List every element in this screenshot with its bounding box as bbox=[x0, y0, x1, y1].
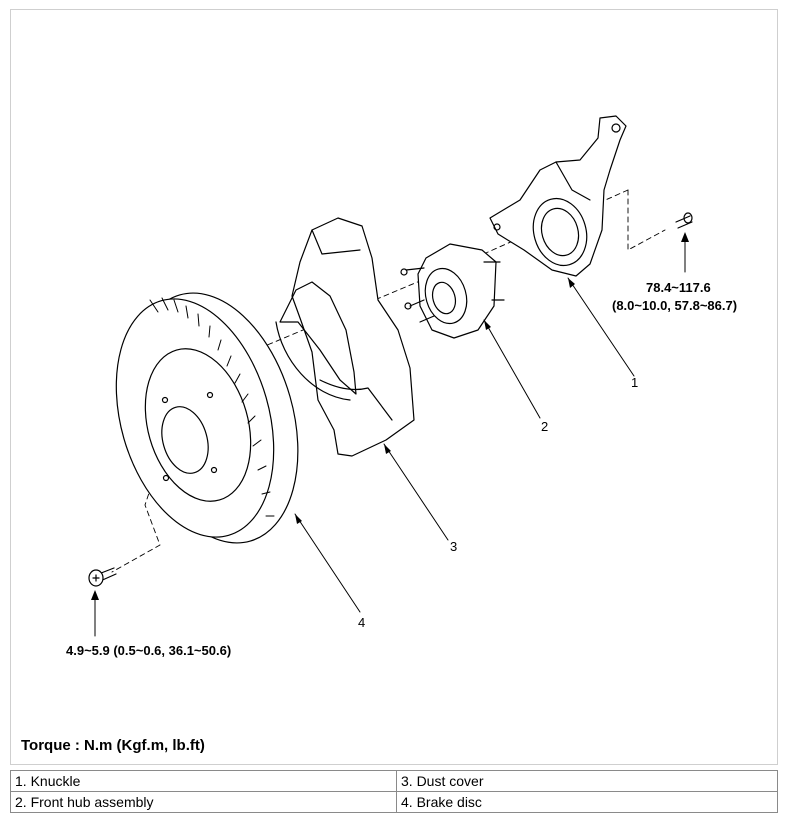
knuckle-part bbox=[489, 115, 627, 277]
dust-cover-part bbox=[275, 217, 415, 457]
front-hub-part bbox=[400, 243, 505, 339]
callout-2: 2 bbox=[541, 419, 548, 434]
legend-item-dust-cover: 3. Dust cover bbox=[396, 770, 778, 792]
callout-1: 1 bbox=[631, 375, 638, 390]
knuckle-bolt-torque-conversion: (8.0~10.0, 57.8~86.7) bbox=[612, 298, 737, 313]
knuckle-bolt-part bbox=[675, 212, 693, 229]
legend-item-brake-disc: 4. Brake disc bbox=[396, 791, 778, 813]
legend-item-knuckle: 1. Knuckle bbox=[10, 770, 397, 792]
brake-disc-part bbox=[115, 292, 299, 544]
diagram-frame bbox=[10, 9, 778, 765]
disc-screw-torque: 4.9~5.9 (0.5~0.6, 36.1~50.6) bbox=[66, 643, 231, 658]
callout-3: 3 bbox=[450, 539, 457, 554]
knuckle-bolt-torque-value: 78.4~117.6 bbox=[646, 280, 711, 295]
callout-4: 4 bbox=[358, 615, 365, 630]
disc-screw-part bbox=[88, 567, 117, 587]
exploded-view-diagram: 1 2 3 4 78.4~117.6 (8.0~10.0, 57.8~86.7)… bbox=[66, 115, 737, 658]
disc-vanes bbox=[149, 297, 275, 517]
legend-row: 1. Knuckle 3. Dust cover bbox=[10, 770, 778, 792]
parts-legend-table: 1. Knuckle 3. Dust cover 2. Front hub as… bbox=[10, 770, 778, 813]
legend-item-front-hub: 2. Front hub assembly bbox=[10, 791, 397, 813]
torque-units-note: Torque : N.m (Kgf.m, lb.ft) bbox=[21, 737, 205, 754]
legend-row: 2. Front hub assembly 4. Brake disc bbox=[10, 791, 778, 813]
